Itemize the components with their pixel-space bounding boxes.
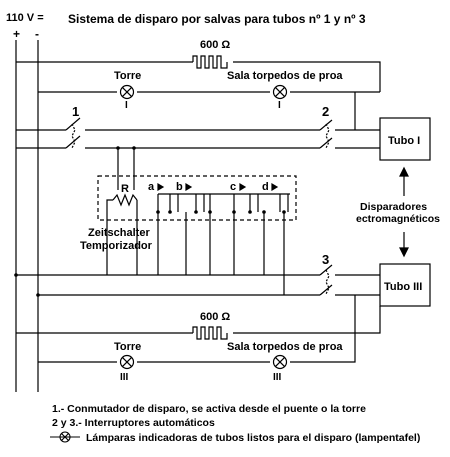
bottom-lamp-left-label: Torre (114, 341, 141, 353)
contact-d-label: d (262, 181, 269, 193)
timer-resistor-label: R (121, 183, 129, 195)
bottom-lamp-left-numeral: III (120, 372, 129, 383)
bottom-lamp-right-numeral: III (273, 372, 282, 383)
arrow-up-icon (399, 166, 409, 177)
junction-dots (116, 146, 286, 214)
timer-box (97, 175, 297, 221)
legend-line1: 1.- Conmutador de disparo, se activa des… (52, 403, 366, 415)
voltage-label: 110 V = (6, 12, 44, 24)
switch-2-label: 2 (322, 104, 329, 119)
contact-legs-right (249, 194, 289, 212)
top-resistor-wire (16, 61, 381, 92)
timer-resistor (112, 193, 138, 207)
lamp-icon (119, 84, 135, 100)
switch-3-blades (319, 264, 333, 296)
lamp-icon (272, 84, 288, 100)
legend-line3: Lámparas indicadoras de tubos listos par… (86, 432, 420, 444)
top-lamp-left-label: Torre (114, 70, 141, 82)
lamp-icon (119, 354, 135, 370)
bottom-resistor-wire (16, 306, 381, 334)
contact-c-label: c (230, 181, 236, 193)
contact-c-icon (239, 182, 247, 192)
tube-1-label: Tubo I (388, 135, 420, 147)
disparadores-line1: Disparadores (360, 201, 427, 213)
arrow-down-icon (399, 247, 409, 258)
diagram-title: Sistema de disparo por salvas para tubos… (68, 12, 366, 26)
switch-1-link (71, 123, 76, 149)
top-resistor (192, 55, 228, 69)
timer-line1: Zeitschalter (88, 227, 150, 239)
contact-a-icon (157, 182, 165, 192)
bottom-lamp-right-label: Sala torpedos de proa (227, 341, 343, 353)
legend-line2: 2 y 3.- Interruptores automáticos (52, 417, 215, 429)
tube-3-label: Tubo III (384, 281, 422, 293)
switch-2-link (325, 123, 330, 149)
contact-d-icon (271, 182, 279, 192)
top-lamp-right-label: Sala torpedos de proa (227, 70, 343, 82)
timer-resistor-wires (106, 199, 138, 275)
contact-b-label: b (176, 181, 183, 193)
timer-line2: Temporizador (80, 240, 153, 252)
tube-3-wires (335, 274, 380, 296)
switch-3-label: 3 (322, 252, 329, 267)
top-lamp-left-numeral: I (125, 100, 128, 111)
timer-out-right (233, 194, 285, 295)
switch-row-wires (85, 129, 320, 149)
plus-label: + (13, 27, 20, 41)
tube-3-box (379, 263, 431, 307)
top-lamp-right-numeral: I (278, 100, 281, 111)
switch-1-blades (65, 117, 81, 149)
switch-1-input-wires (16, 129, 66, 149)
switch-1-label: 1 (72, 104, 79, 119)
contact-a-label: a (148, 181, 155, 193)
lamp-icon (272, 354, 288, 370)
contact-legs-left (169, 194, 205, 212)
contact-b-icon (185, 182, 193, 192)
switch-3-link (325, 269, 330, 295)
timer-out-left (157, 194, 211, 275)
tube-1-box (379, 117, 431, 161)
switch-3-input-wires (16, 274, 320, 296)
top-resistor-label: 600 Ω (200, 39, 230, 51)
bottom-lamp-wire (38, 295, 356, 363)
minus-label: - (35, 27, 39, 41)
bottom-resistor-label: 600 Ω (200, 311, 230, 323)
disparadores-line2: ectromagnéticos (356, 213, 440, 225)
legend-lamp-icon (50, 431, 80, 443)
bottom-resistor (192, 326, 228, 340)
tube-1-wires (335, 129, 380, 149)
